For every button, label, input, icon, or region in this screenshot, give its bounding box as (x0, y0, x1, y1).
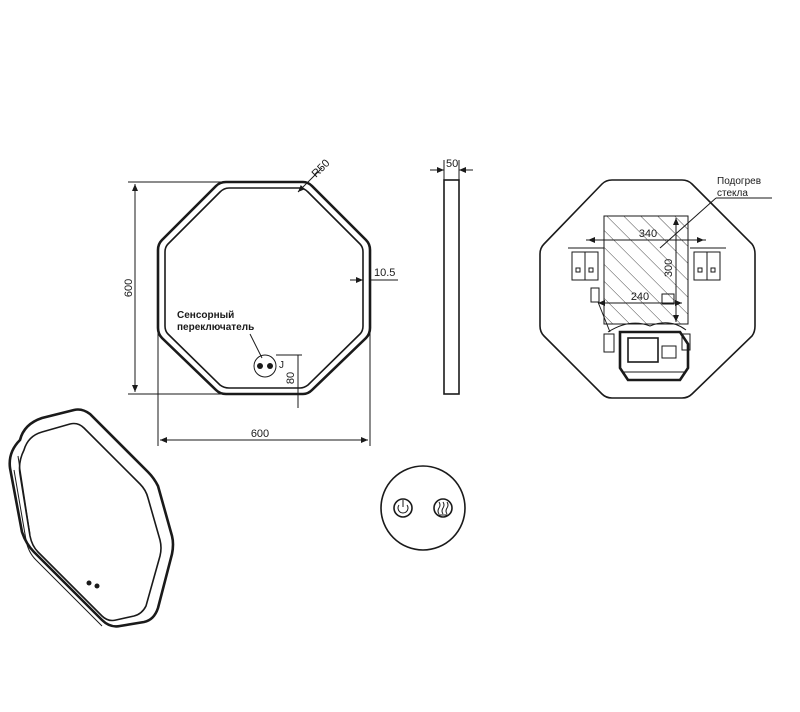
back-mirror-outline (539, 179, 756, 399)
touch-switch-button-left (257, 363, 263, 369)
switch-label-line2: переключатель (177, 322, 254, 333)
dim-front-height: 600 (123, 279, 135, 297)
heater-label-line1: Подогрев (717, 176, 761, 187)
switch-detail (380, 465, 466, 551)
led-driver-box (597, 301, 691, 382)
mount-bracket-right (690, 247, 726, 281)
perspective-view (8, 408, 175, 628)
front-mirror-outer-frame (156, 180, 372, 396)
back-view: 340 300 240 Подогрев стекла (539, 176, 772, 399)
dim-front-width: 600 (251, 428, 269, 440)
front-mirror-inner-frame (164, 187, 364, 389)
switch-label-line1: Сенсорный (177, 310, 234, 321)
mount-bracket-left (568, 247, 604, 281)
dim-side-depth: 50 (446, 158, 458, 170)
dim-mount-spacing: 240 (631, 291, 649, 303)
perspective-switch-right (94, 583, 100, 589)
side-view: 50 (430, 158, 473, 395)
touch-switch-outline (253, 354, 277, 378)
front-view: 600 600 R50 10.5 J Сенсорный переключате… (123, 157, 398, 446)
touch-switch-button-right (267, 363, 273, 369)
perspective-outer-frame (8, 408, 175, 628)
heater-connector (590, 287, 600, 303)
heating-icon (433, 498, 453, 518)
side-mirror-body (443, 179, 460, 395)
perspective-mirror-face (18, 422, 162, 622)
dim-switch-offset: 80 (285, 372, 297, 384)
perspective-switch-left (86, 580, 92, 586)
heater-label-line2: стекла (717, 188, 748, 199)
dim-edge-offset: 10.5 (374, 267, 395, 279)
dim-heater-height: 300 (663, 259, 675, 277)
switch-detail-panel (380, 465, 466, 551)
svg-text:J: J (279, 360, 284, 371)
dim-heater-width: 340 (639, 228, 657, 240)
power-icon (393, 498, 413, 518)
